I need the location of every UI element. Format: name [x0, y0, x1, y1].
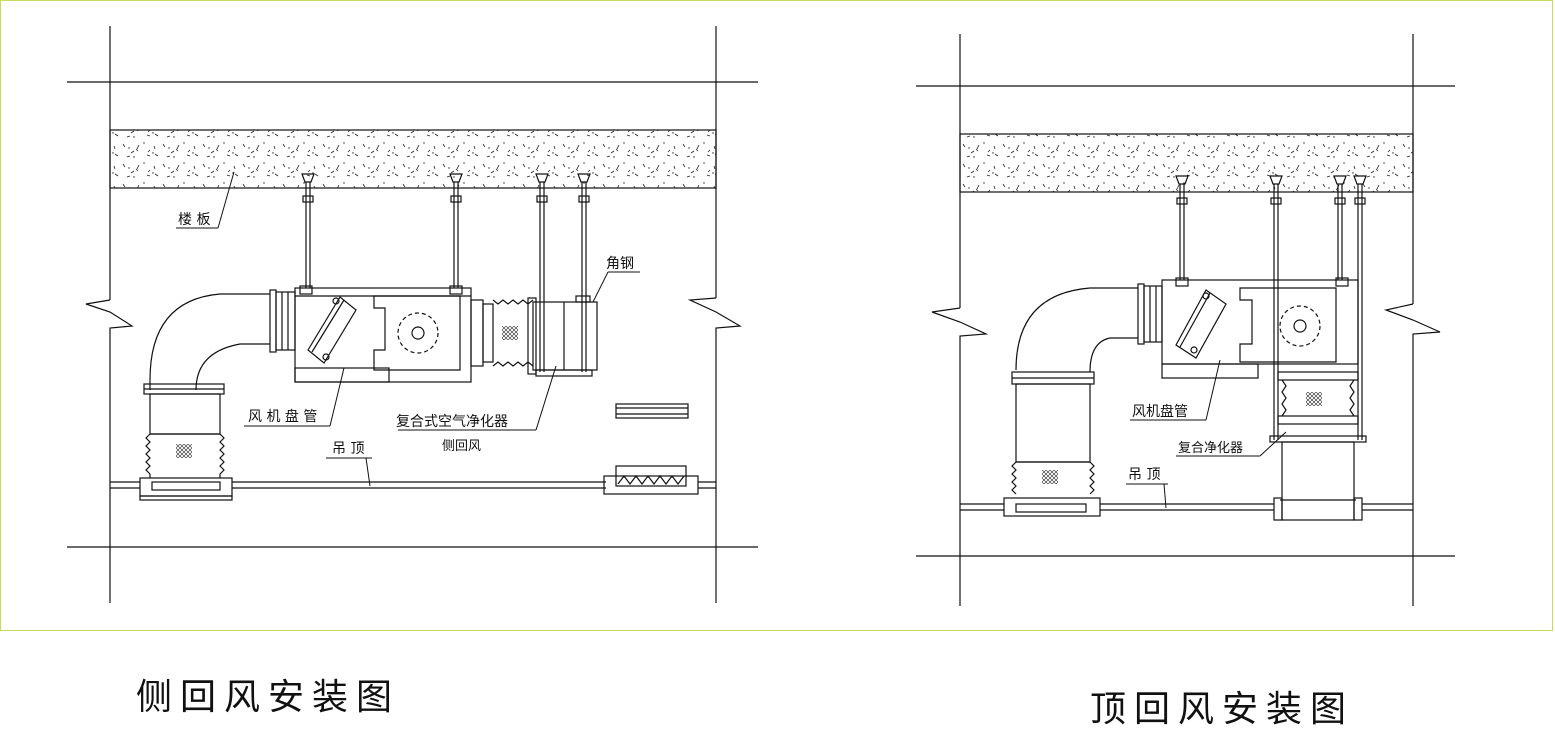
- fan-coil-unit: [294, 285, 472, 383]
- supply-grille: [139, 477, 233, 501]
- elbow-duct: [143, 293, 270, 478]
- leader-lines-r: [1126, 359, 1287, 509]
- label-angle-steel: 角钢: [606, 256, 634, 272]
- left-labels: 楼 板 角钢 风 机 盘 管 复合式空气净化器 侧回风 吊 顶: [178, 212, 634, 457]
- return-grille-small: [615, 403, 689, 419]
- fan-coil-unit-r: [1161, 277, 1359, 379]
- composite-air-purifier: [527, 295, 598, 377]
- side-return-diagram: [67, 26, 758, 603]
- label-purifier: 复合式空气净化器: [396, 413, 508, 430]
- label-ceiling-r: 吊 顶: [1128, 467, 1160, 483]
- elbow-duct-r: [1011, 287, 1138, 495]
- inlet-collar: [269, 289, 296, 353]
- ceiling-return-grille: [603, 465, 699, 495]
- hanger-rods-r: [1175, 175, 1367, 440]
- caption-top-return: 顶回风安装图: [1090, 689, 1355, 730]
- wall-left: [85, 26, 134, 603]
- leader-lines: [176, 171, 640, 487]
- label-ceiling: 吊 顶: [332, 441, 364, 457]
- wall-left-r: [931, 34, 989, 606]
- floor-slab: [109, 129, 717, 189]
- label-fan-coil: 风 机 盘 管: [248, 408, 317, 425]
- wall-right-r: [1383, 34, 1441, 606]
- label-side-return: 侧回风: [442, 439, 481, 454]
- floor-slab-r: [959, 133, 1414, 193]
- ceiling-line: [110, 481, 716, 489]
- ceiling-line-r: [960, 503, 1413, 511]
- top-return-diagram: [916, 34, 1455, 606]
- supply-grille-r: [1003, 497, 1101, 517]
- caption-side-return: 侧回风安装图: [136, 677, 401, 718]
- wall-right: [687, 26, 742, 603]
- flex-connector: [470, 299, 534, 367]
- inlet-collar-r: [1137, 283, 1163, 345]
- label-purifier-r: 复合净化器: [1178, 441, 1243, 456]
- flex-connector-r: [1277, 371, 1359, 425]
- right-labels: 风机盘管 复合净化器 吊 顶: [1128, 403, 1243, 483]
- label-fan-coil-r: 风机盘管: [1132, 403, 1188, 420]
- drawing-frame: [0, 0, 1553, 631]
- composite-purifier-r: [1269, 435, 1367, 521]
- hanger-rods: [301, 173, 591, 372]
- label-floor-slab: 楼 板: [178, 212, 210, 228]
